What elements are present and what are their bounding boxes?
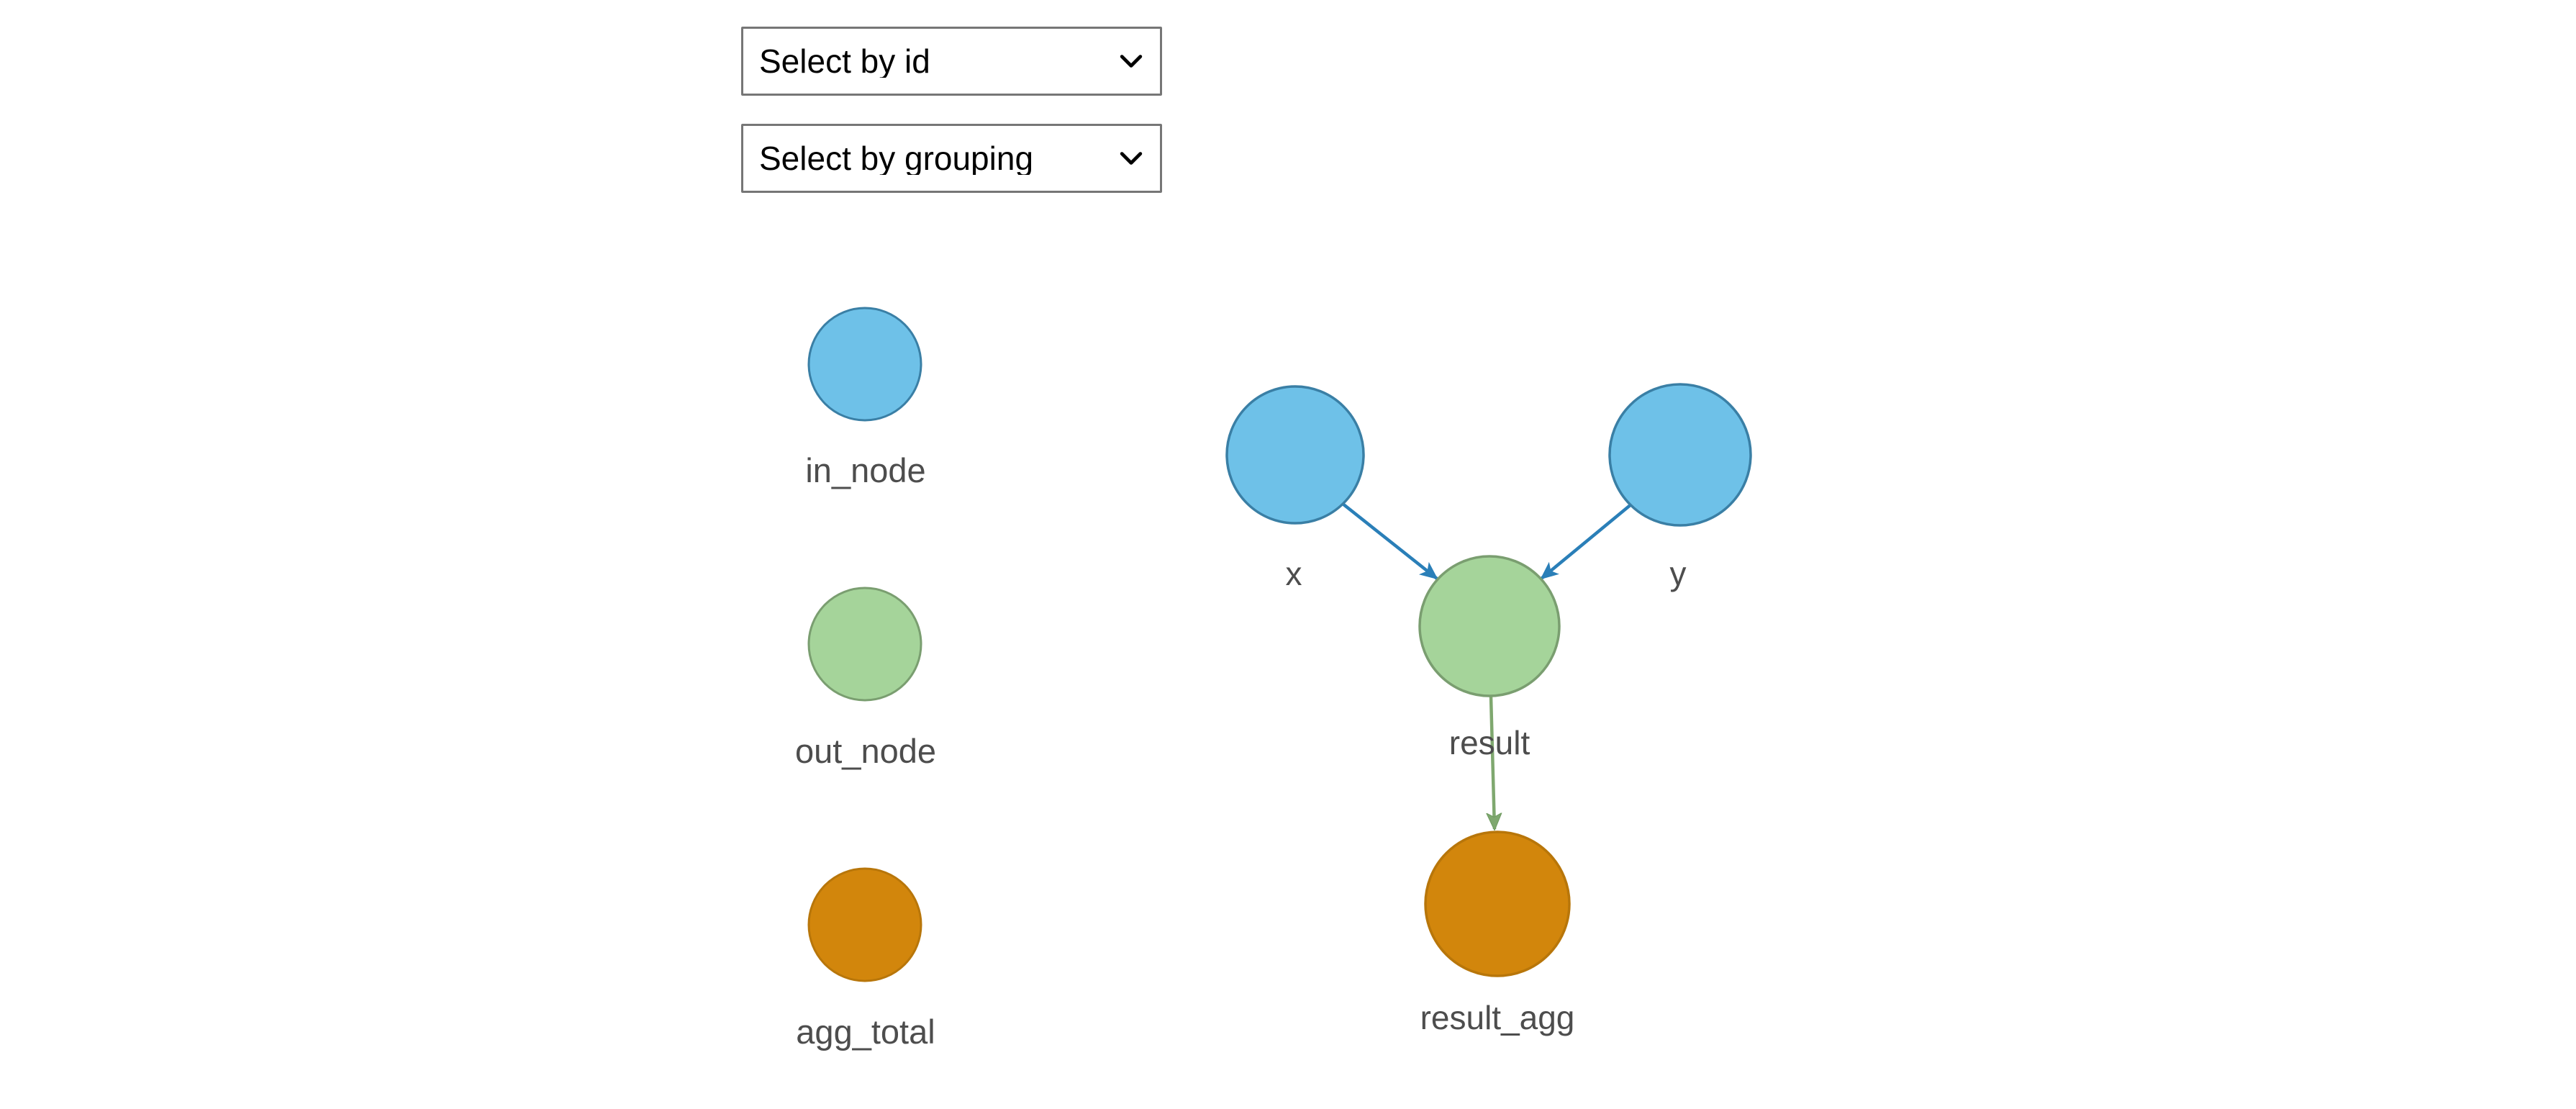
- graph-edges: [1341, 502, 1633, 829]
- select-by-grouping-dropdown[interactable]: Select by grouping: [741, 124, 1162, 193]
- legend-item-agg_total[interactable]: agg_total: [796, 867, 935, 1051]
- legend-swatch-agg_total[interactable]: [807, 867, 922, 982]
- filter-controls: Select by id Select by grouping: [741, 27, 1162, 193]
- legend-item-out_node[interactable]: out_node: [795, 587, 936, 770]
- node-circle-x[interactable]: [1225, 385, 1365, 525]
- node-label-result_agg: result_agg: [1420, 999, 1575, 1036]
- chevron-down-icon: [1120, 55, 1143, 68]
- select-by-id-label: Select by id: [759, 45, 930, 78]
- graph-edge-labels: result: [1449, 724, 1530, 761]
- edge-result-to-result_agg[interactable]: [1491, 695, 1495, 829]
- node-label-y: y: [1670, 555, 1687, 592]
- select-by-id-dropdown[interactable]: Select by id: [741, 27, 1162, 96]
- graph-node-result_agg[interactable]: result_agg: [1420, 830, 1575, 1036]
- graph-nodes: x y result_agg: [1225, 383, 1752, 1036]
- edge-label-result: result: [1449, 724, 1530, 761]
- legend-swatch-in_node[interactable]: [807, 307, 922, 422]
- legend: in_node out_node agg_total: [795, 307, 936, 1051]
- legend-swatch-out_node[interactable]: [807, 587, 922, 702]
- graph-node-y[interactable]: y: [1608, 383, 1752, 592]
- edge-y-to-result[interactable]: [1540, 502, 1633, 580]
- edge-x-to-result[interactable]: [1341, 502, 1438, 580]
- select-by-grouping-label: Select by grouping: [759, 142, 1034, 175]
- node-circle-result[interactable]: [1418, 555, 1561, 697]
- legend-label-out_node: out_node: [795, 732, 936, 770]
- node-circle-result_agg[interactable]: [1424, 830, 1571, 977]
- legend-label-agg_total: agg_total: [796, 1013, 935, 1051]
- node-label-x: x: [1286, 555, 1302, 592]
- node-circle-y[interactable]: [1608, 383, 1752, 527]
- chevron-down-icon: [1120, 152, 1143, 165]
- legend-item-in_node[interactable]: in_node: [805, 307, 926, 489]
- graph-node-result[interactable]: [1418, 555, 1561, 697]
- graph-node-x[interactable]: x: [1225, 385, 1365, 592]
- legend-label-in_node: in_node: [805, 451, 925, 489]
